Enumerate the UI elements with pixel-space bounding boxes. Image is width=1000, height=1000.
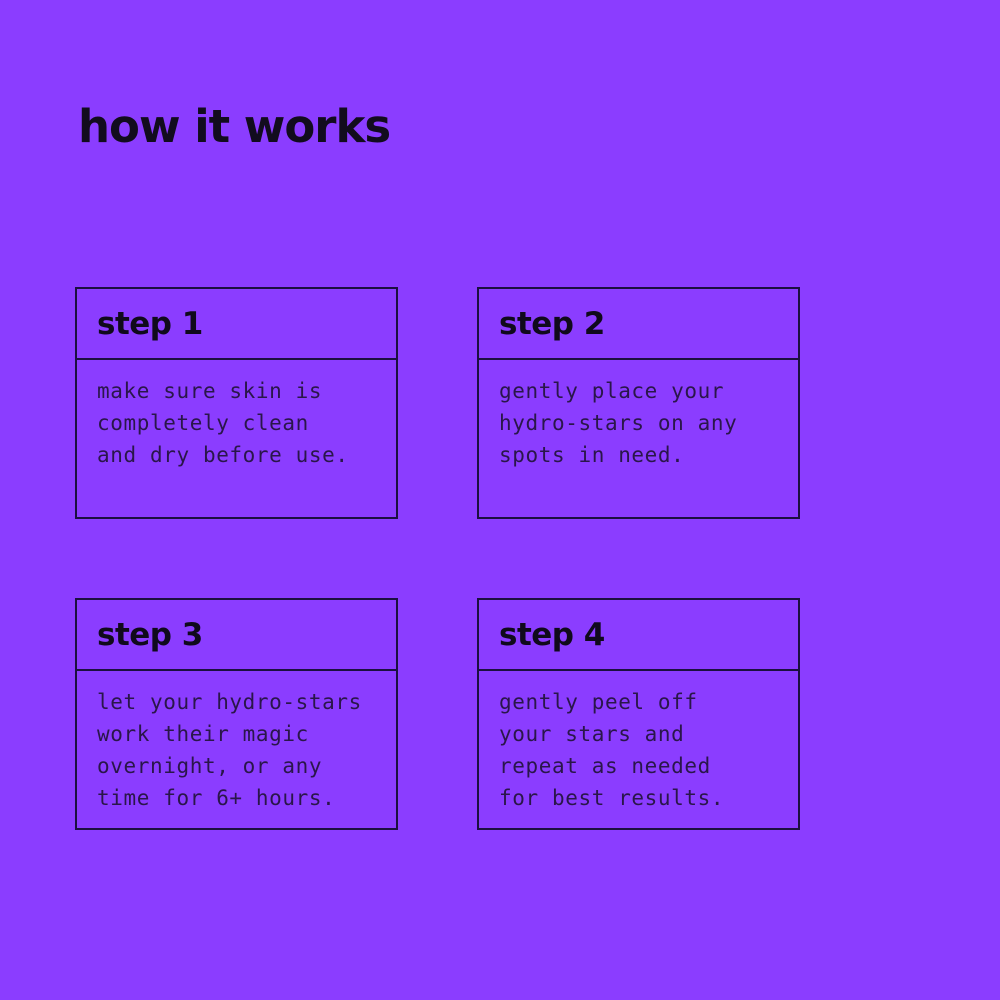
step-4-header: step 4 [479,600,798,671]
page-title: how it works [78,100,391,153]
step-card-4: step 4 gently peel off your stars and re… [477,598,800,830]
step-1-description: make sure skin is completely clean and d… [97,379,349,467]
step-2-description: gently place your hydro-stars on any spo… [499,379,738,467]
step-3-label: step 3 [97,616,203,653]
step-3-description: let your hydro-stars work their magic ov… [97,690,362,810]
step-2-label: step 2 [499,305,605,342]
steps-grid: step 1 make sure skin is completely clea… [75,287,800,830]
step-4-description: gently peel off your stars and repeat as… [499,690,725,810]
step-1-header: step 1 [77,289,396,360]
step-4-label: step 4 [499,616,605,653]
step-2-header: step 2 [479,289,798,360]
step-card-1: step 1 make sure skin is completely clea… [75,287,398,519]
step-1-label: step 1 [97,305,203,342]
step-card-3: step 3 let your hydro-stars work their m… [75,598,398,830]
step-3-header: step 3 [77,600,396,671]
step-card-2: step 2 gently place your hydro-stars on … [477,287,800,519]
